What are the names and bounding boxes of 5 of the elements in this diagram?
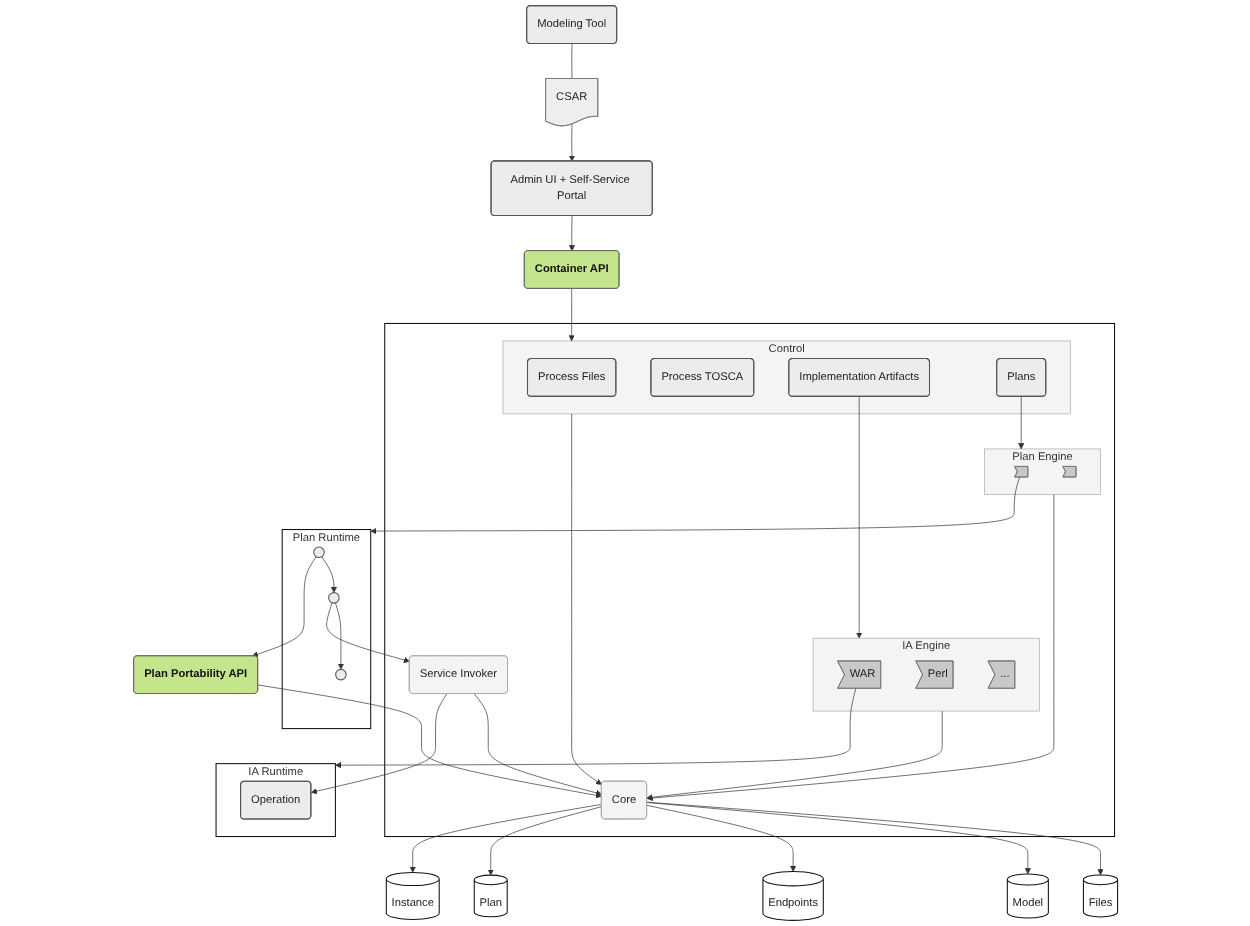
node-circle (327, 592, 340, 604)
node-circle (334, 668, 347, 681)
cluster (383, 322, 1115, 838)
node-circle (312, 546, 325, 559)
connector (570, 43, 572, 80)
